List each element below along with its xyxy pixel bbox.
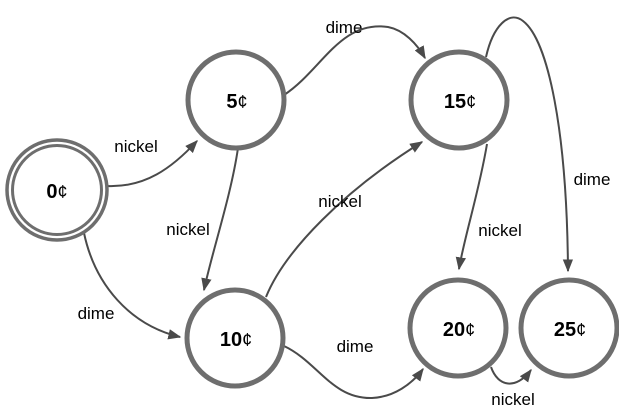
transition-arrow-10c-15c	[265, 141, 424, 298]
state-10c-circle	[184, 287, 286, 389]
transition-arrow-0c-10c	[83, 232, 182, 340]
state-15c-circle	[408, 49, 510, 151]
transition-5c-15c: dime	[283, 18, 426, 96]
transition-arrow-5c-10c	[201, 147, 239, 292]
transition-20c-25c: nickel	[490, 366, 535, 409]
state-20c-label: 20¢	[443, 319, 475, 341]
transition-10c-15c: nickel	[265, 141, 424, 298]
state-15c-label: 15¢	[444, 91, 476, 113]
transition-label-15c-25c: dime	[574, 170, 611, 189]
transition-arrow-5c-15c	[283, 25, 426, 96]
state-10c-label: 10¢	[220, 329, 252, 351]
transition-15c-25c: dime	[485, 16, 611, 273]
state-15c: 15¢	[408, 49, 510, 151]
transition-arrow-15c-20c	[455, 143, 488, 271]
transition-label-5c-15c: dime	[326, 18, 363, 37]
transition-arrow-0c-5c	[105, 140, 198, 188]
transition-arrow-10c-20c	[283, 345, 424, 400]
state-20c-circle	[407, 277, 509, 379]
state-5c-circle	[185, 49, 287, 151]
transition-15c-20c: nickel	[455, 143, 522, 271]
state-0c-inner-circle	[11, 144, 103, 236]
transition-label-0c-5c: nickel	[114, 137, 157, 156]
state-25c: 25¢	[518, 277, 619, 379]
state-0c-circle	[5, 138, 109, 242]
state-5c: 5¢	[185, 49, 287, 151]
state-20c: 20¢	[407, 277, 509, 379]
transition-arrow-15c-25c	[485, 16, 574, 273]
state-5c-label: 5¢	[226, 91, 247, 113]
transition-arrow-20c-25c	[490, 366, 532, 385]
state-10c: 10¢	[184, 287, 286, 389]
transition-label-10c-15c: nickel	[318, 192, 361, 211]
transition-5c-10c: nickel	[166, 147, 239, 292]
transition-label-15c-20c: nickel	[478, 221, 521, 240]
transition-0c-5c: nickel	[105, 137, 198, 188]
transition-label-20c-25c: nickel	[491, 390, 534, 409]
transition-0c-10c: dime	[78, 232, 182, 340]
transition-label-0c-10c: dime	[78, 304, 115, 323]
state-0c-label: 0¢	[46, 181, 67, 203]
transition-10c-20c: dime	[283, 337, 424, 400]
transition-label-5c-10c: nickel	[166, 220, 209, 239]
transition-label-10c-20c: dime	[337, 337, 374, 356]
state-0c: 0¢	[5, 138, 109, 242]
state-25c-circle	[518, 277, 619, 379]
state-25c-label: 25¢	[554, 319, 586, 341]
